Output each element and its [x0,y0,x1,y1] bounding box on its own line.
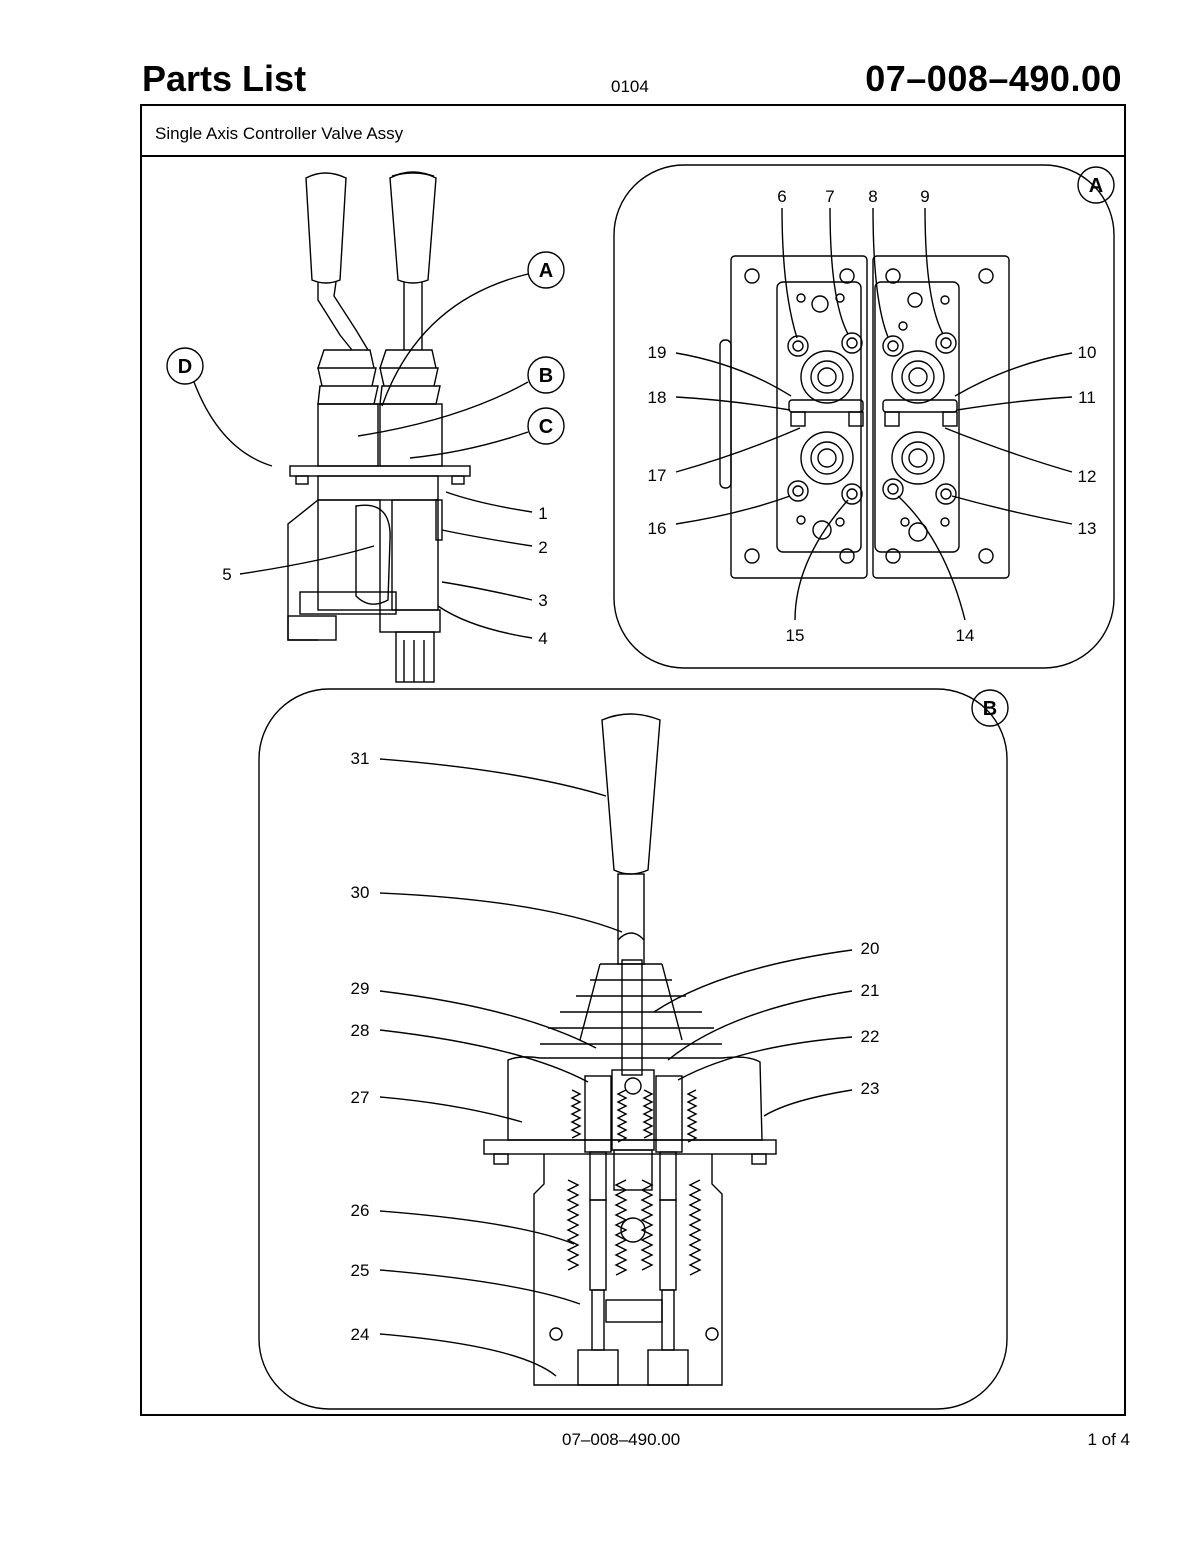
item-label-23: 23 [861,1079,880,1098]
item-label-6: 6 [777,187,786,206]
subtitle-row: Single Axis Controller Valve Assy [140,104,1126,157]
item-label-18: 18 [648,388,667,407]
item-label-22: 22 [861,1027,880,1046]
item-label-20: 20 [861,939,880,958]
detail-b-view [258,688,1009,1410]
drawing-frame [140,104,1126,1416]
item-label-28: 28 [351,1021,370,1040]
item-label-21: 21 [861,981,880,1000]
item-label-12: 12 [1078,467,1097,486]
item-label-27: 27 [351,1088,370,1107]
item-label-7: 7 [825,187,834,206]
footer-document-number: 07–008–490.00 [562,1430,681,1449]
detail-callout-b: B [539,365,553,387]
revision-code: 0104 [611,77,649,96]
item-label-19: 19 [648,343,667,362]
detail-b-tag: B [983,698,997,720]
item-label-29: 29 [351,979,370,998]
assembly-name: Single Axis Controller Valve Assy [155,124,404,143]
item-label-31: 31 [351,749,370,768]
item-label-13: 13 [1078,519,1097,538]
item-label-10: 10 [1078,343,1097,362]
item-label-1: 1 [538,504,547,523]
item-label-26: 26 [351,1201,370,1220]
item-label-30: 30 [351,883,370,902]
item-label-25: 25 [351,1261,370,1280]
item-label-9: 9 [920,187,929,206]
item-label-3: 3 [538,591,547,610]
detail-a-tag: A [1089,175,1103,197]
detail-a-view [613,164,1115,669]
item-label-5: 5 [222,565,231,584]
item-label-16: 16 [648,519,667,538]
item-label-2: 2 [538,538,547,557]
main-view [166,171,565,683]
item-label-8: 8 [868,187,877,206]
item-label-4: 4 [538,629,547,648]
item-label-15: 15 [786,626,805,645]
item-label-24: 24 [351,1325,370,1344]
item-label-11: 11 [1078,388,1096,407]
detail-callout-a: A [539,260,553,282]
page-title: Parts List [142,58,307,99]
detail-callout-c: C [539,416,553,438]
page-indicator: 1 of 4 [1087,1430,1130,1449]
detail-callout-d: D [178,356,192,378]
item-label-14: 14 [956,626,975,645]
document-number: 07–008–490.00 [865,58,1122,99]
item-label-17: 17 [648,466,667,485]
